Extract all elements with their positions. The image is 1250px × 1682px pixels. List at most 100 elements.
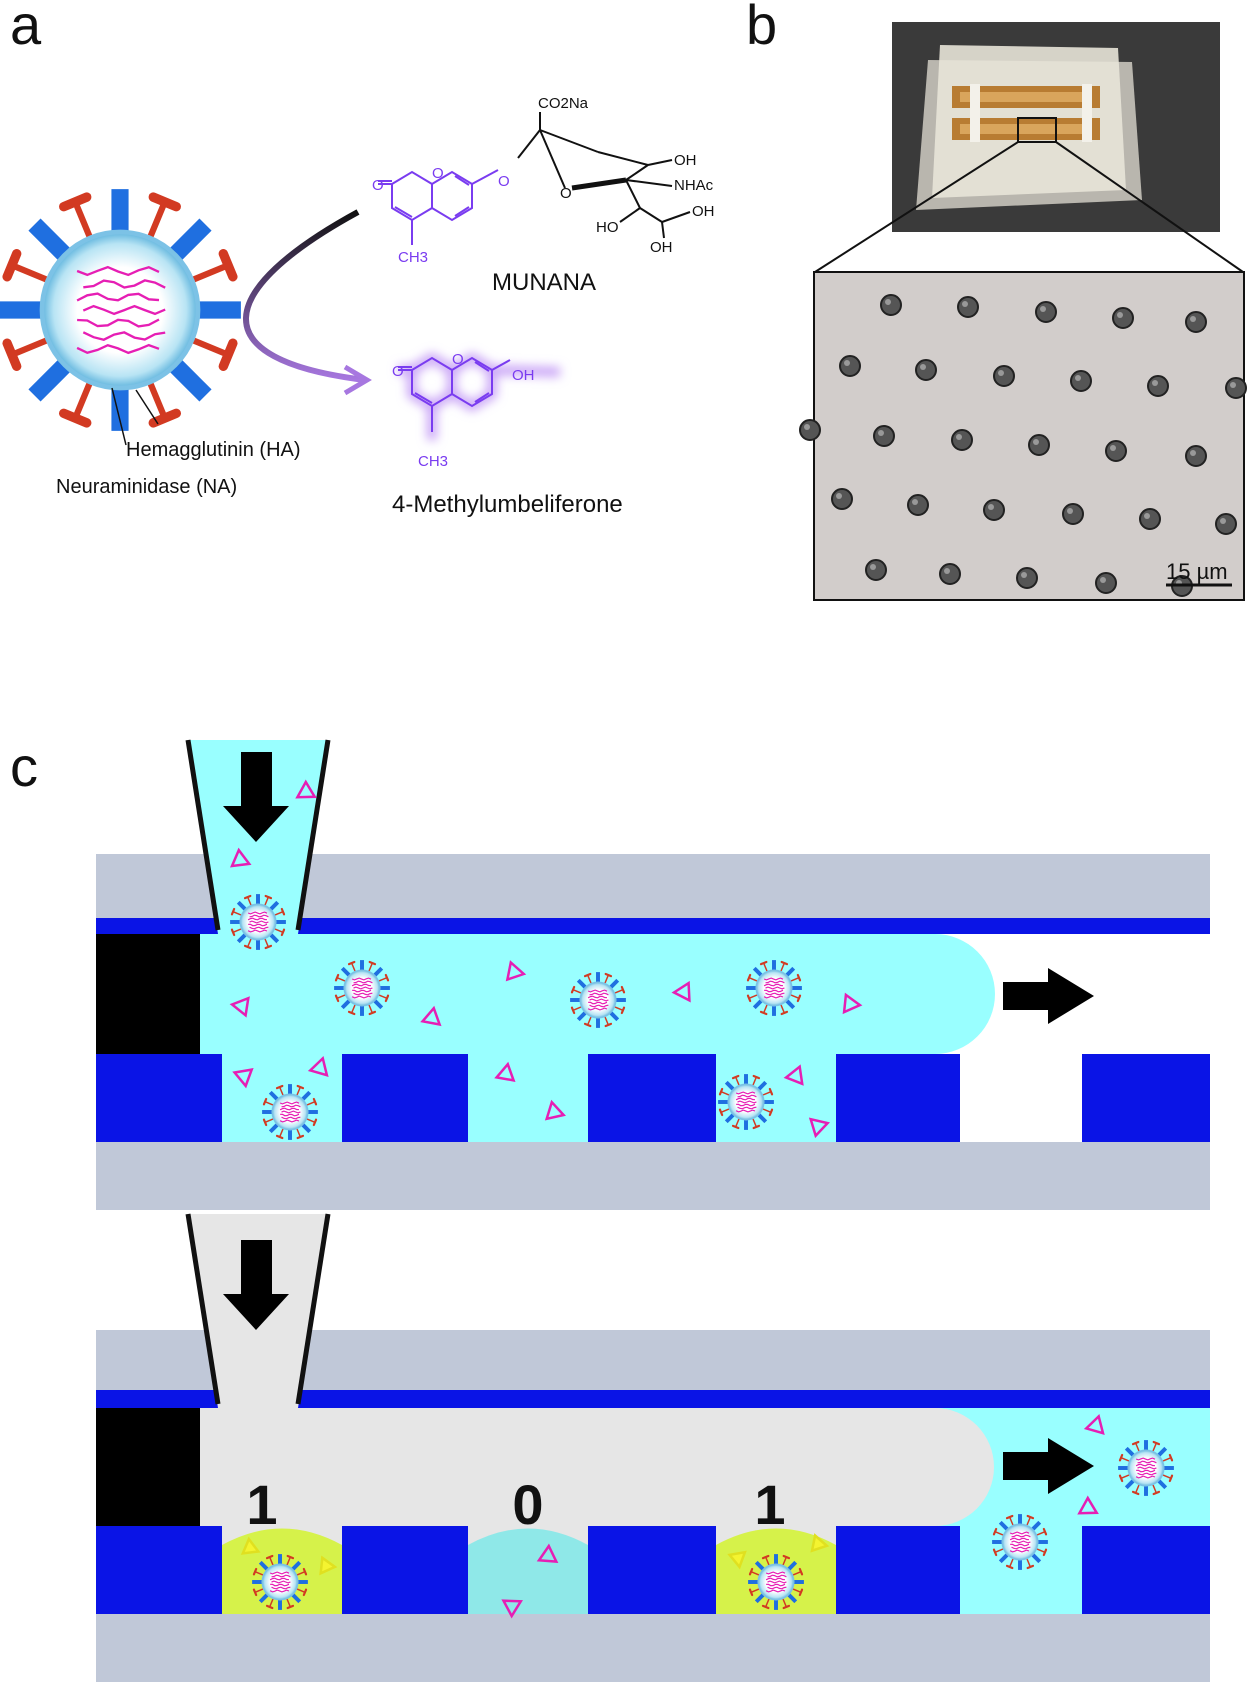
- chip-photograph: [892, 22, 1220, 232]
- fluorescent-product: [240, 1536, 261, 1555]
- bead-highlight: [1067, 508, 1073, 514]
- fluorescent-product: [727, 1550, 747, 1570]
- virus-particle: [262, 1084, 318, 1140]
- droplet-count-2: 0: [512, 1473, 543, 1536]
- fluorescent-product: [319, 1555, 338, 1576]
- munana-keto-o: O: [372, 177, 384, 194]
- bead: [939, 563, 961, 585]
- bead: [915, 359, 937, 381]
- scale-bar-label: 15 µm: [1166, 559, 1228, 584]
- bead: [1095, 572, 1117, 594]
- bead-highlight: [1033, 439, 1039, 445]
- droplet-count-1: 1: [246, 1473, 277, 1536]
- bead: [873, 425, 895, 447]
- substrate-molecule: [842, 992, 863, 1015]
- munana-link-o: O: [498, 173, 510, 190]
- bead-highlight: [1220, 518, 1226, 524]
- virus-particle: [570, 972, 626, 1028]
- substrate-molecule: [229, 847, 252, 868]
- substrate-molecule: [505, 960, 527, 982]
- bead-highlight: [944, 568, 950, 574]
- reaction-arrow: [243, 209, 366, 383]
- micrograph: 15 µm: [799, 271, 1247, 601]
- bead-highlight: [1040, 306, 1046, 312]
- substrate-molecule: [494, 1061, 516, 1083]
- munana-oh1: OH: [674, 152, 697, 169]
- bead: [951, 429, 973, 451]
- bead: [1112, 307, 1134, 329]
- munana-oh2: OH: [650, 239, 673, 256]
- bead: [907, 494, 929, 516]
- droplet-negative: [468, 1528, 588, 1614]
- munana-sugar-o: O: [560, 185, 572, 202]
- bead: [1185, 445, 1207, 467]
- panel-label-a: a: [10, 0, 42, 56]
- bead-highlight: [870, 564, 876, 570]
- bead-highlight: [962, 301, 968, 307]
- bead-highlight: [998, 370, 1004, 376]
- substrate-molecule: [1083, 1414, 1105, 1436]
- bead-highlight: [885, 299, 891, 305]
- munana-name: MUNANA: [492, 269, 596, 296]
- bead-highlight: [1117, 312, 1123, 318]
- bead-highlight: [988, 504, 994, 510]
- substrate-molecule: [307, 1055, 329, 1078]
- virus-particle: [748, 1554, 804, 1610]
- substrate-molecule: [295, 779, 317, 799]
- bead-highlight: [836, 493, 842, 499]
- na-label: Neuraminidase (NA): [56, 476, 237, 498]
- panel-label-b: b: [746, 0, 777, 56]
- substrate-molecule: [783, 1064, 804, 1086]
- mu-ch3: CH3: [418, 453, 448, 470]
- bead: [865, 559, 887, 581]
- zoom-line-right: [1055, 141, 1244, 273]
- mu-keto-o: O: [392, 363, 404, 380]
- bead: [839, 355, 861, 377]
- bead-highlight: [1100, 577, 1106, 583]
- munana-nhac: NHAc: [674, 177, 714, 194]
- bead: [1028, 434, 1050, 456]
- substrate-molecule: [1077, 1495, 1099, 1515]
- bead: [1139, 508, 1161, 530]
- virus-particle: [0, 189, 241, 431]
- bead-highlight: [878, 430, 884, 436]
- munana-oh3: OH: [692, 203, 715, 220]
- virus-particle: [334, 960, 390, 1016]
- munana-co2na: CO2Na: [538, 95, 589, 112]
- panel-label-c: c: [10, 735, 38, 798]
- bead-highlight: [956, 434, 962, 440]
- substrate-molecules-sealed: [240, 1414, 1105, 1619]
- bead: [831, 488, 853, 510]
- bead-highlight: [1190, 450, 1196, 456]
- ha-leader-line-2: [135, 389, 159, 425]
- bead: [1035, 301, 1057, 323]
- mu-ring-o: O: [452, 351, 464, 368]
- mu-name: 4-Methylumbeliferone: [392, 491, 623, 518]
- bead: [1147, 375, 1169, 397]
- bead-highlight: [804, 424, 810, 430]
- reaction-arrowhead: [343, 364, 372, 396]
- zoom-line-left: [814, 141, 1019, 273]
- loading-step-schematic: [96, 739, 1210, 1210]
- droplet-count-3: 1: [754, 1473, 785, 1536]
- substrate-molecule: [501, 1599, 523, 1619]
- ha-leader-line: [111, 387, 127, 446]
- bead-highlight: [1230, 382, 1236, 388]
- virus-particles-loading: [230, 894, 802, 1140]
- bead-highlight: [844, 360, 850, 366]
- virus-particles-sealed: [252, 1440, 1174, 1610]
- virus-particle: [992, 1514, 1048, 1570]
- bead-highlight: [912, 499, 918, 505]
- bead: [983, 499, 1005, 521]
- bead-highlight: [1075, 375, 1081, 381]
- sealing-step-schematic: [96, 1213, 1210, 1682]
- bead: [1062, 503, 1084, 525]
- munana-ho: HO: [596, 219, 619, 236]
- bead: [1016, 567, 1038, 589]
- substrate-molecule: [671, 980, 691, 1003]
- bead: [1070, 370, 1092, 392]
- substrate-molecule: [536, 1543, 559, 1564]
- bead: [880, 294, 902, 316]
- influenza-virus-illustration: [0, 189, 241, 431]
